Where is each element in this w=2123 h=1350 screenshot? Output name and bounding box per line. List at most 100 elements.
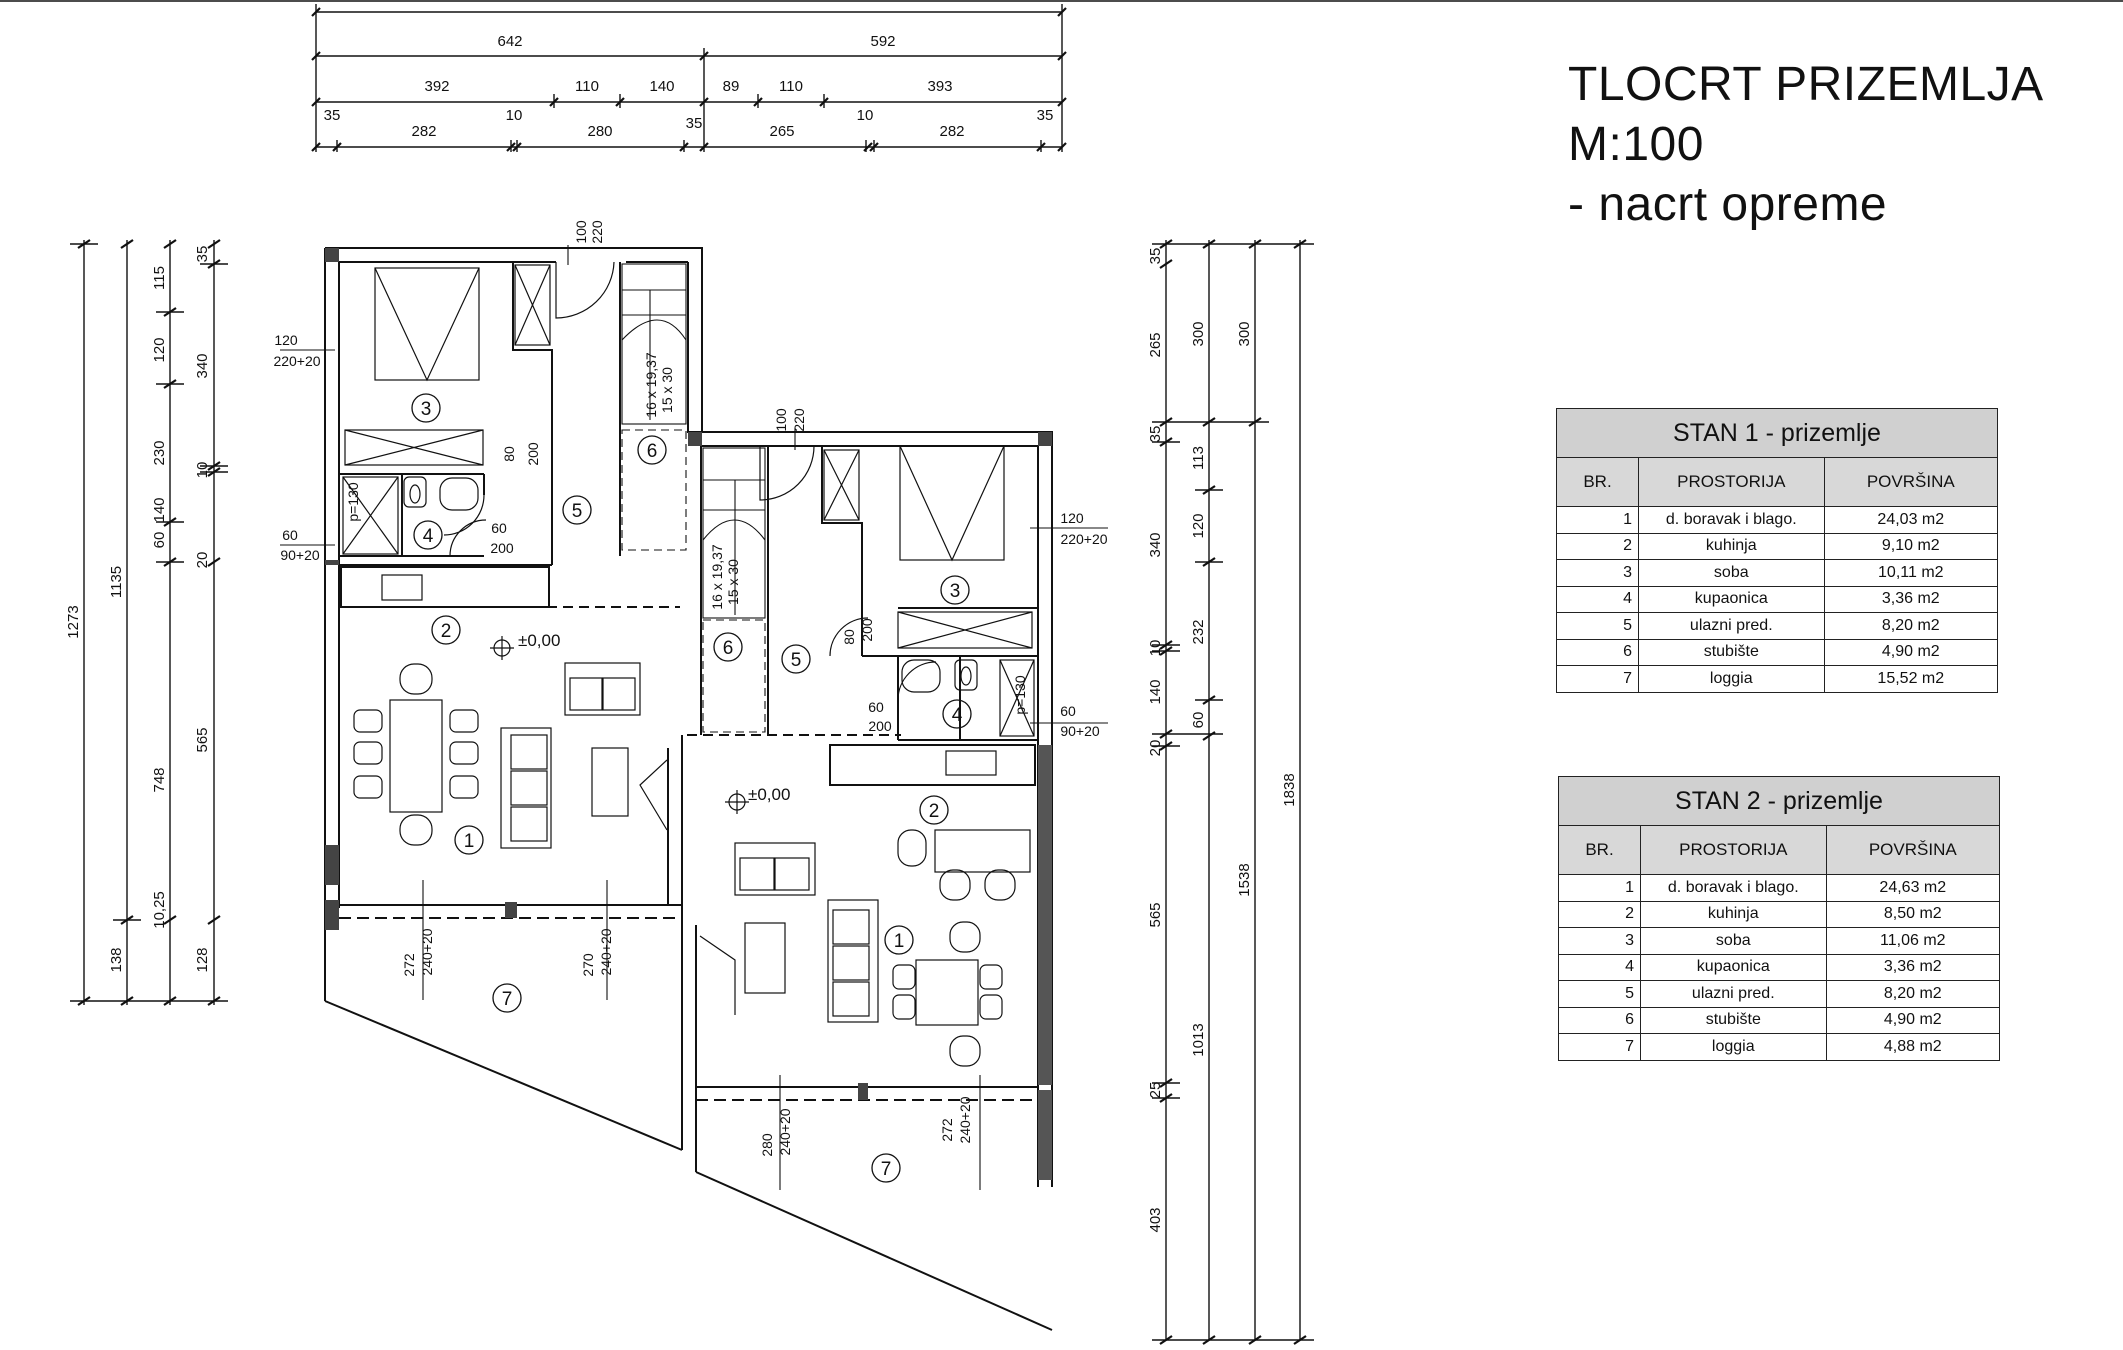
bathroom-fixtures — [342, 476, 1035, 776]
title-main: TLOCRT PRIZEMLJA — [1568, 58, 2044, 111]
opening-label: 280 — [759, 1133, 775, 1157]
cell-room: d. boravak i blago. — [1638, 506, 1825, 534]
dim-left: 115 — [151, 266, 168, 290]
wardrobes — [514, 264, 860, 521]
opening-label: 240+20 — [419, 928, 435, 975]
cell-area: 8,50 m2 — [1825, 900, 2001, 928]
opening-label: 60 — [1060, 703, 1076, 719]
dim-left: 120 — [151, 337, 168, 362]
column-header: PROSTORIJA — [1640, 825, 1827, 875]
dim-top: 140 — [649, 78, 674, 95]
dim-right: 1538 — [1236, 863, 1253, 896]
walls — [324, 247, 1053, 1331]
opening-label: 80 — [501, 446, 517, 462]
dim-right: 300 — [1236, 321, 1253, 346]
cell-area: 8,20 m2 — [1825, 980, 2001, 1008]
opening-label: 90+20 — [1060, 723, 1100, 739]
dim-right: 120 — [1190, 513, 1207, 538]
dim-top: 592 — [870, 33, 895, 50]
column-header: POVRŠINA — [1825, 825, 2001, 875]
dim-top: 110 — [575, 78, 599, 95]
level-label: ±0,00 — [748, 785, 790, 804]
dim-right: 1013 — [1190, 1023, 1207, 1056]
cell-area: 24,63 m2 — [1825, 874, 2001, 902]
opening-label: p=130 — [345, 482, 361, 522]
opening-label: 272 — [939, 1118, 955, 1142]
beds — [344, 267, 1033, 649]
room-number: 2 — [441, 621, 452, 642]
cell-number: 1 — [1556, 506, 1639, 534]
opening-label: 15 x 30 — [659, 367, 675, 413]
opening-label: 220 — [791, 408, 807, 432]
room-table-stan-2: STAN 2 - prizemlje BR. PROSTORIJA POVRŠI… — [1558, 776, 2001, 1061]
right-living-furniture — [734, 829, 1031, 1067]
dim-left: 140 — [151, 497, 168, 522]
room-number: 7 — [502, 989, 513, 1010]
opening-label: 80 — [841, 629, 857, 645]
dim-left: 1135 — [108, 566, 125, 598]
cell-number: 4 — [1556, 585, 1639, 613]
opening-label: p=130 — [1012, 675, 1028, 715]
opening-label: 60 — [868, 699, 884, 715]
dim-top: 89 — [723, 78, 740, 95]
cell-number: 3 — [1558, 927, 1641, 955]
cell-number: 3 — [1556, 559, 1639, 587]
dim-top: 280 — [587, 123, 612, 140]
room-table-stan-1: STAN 1 - prizemlje BR. PROSTORIJA POVRŠI… — [1556, 408, 1999, 693]
cell-area: 3,36 m2 — [1825, 953, 2001, 981]
dim-right: 1838 — [1281, 773, 1298, 806]
room-number-circles — [411, 393, 972, 1183]
dim-right: 232 — [1190, 619, 1207, 644]
room-number: 6 — [723, 638, 734, 659]
dim-left: 565 — [194, 727, 211, 752]
table-caption: STAN 1 - prizemlje — [1556, 408, 1998, 458]
column-header: POVRŠINA — [1823, 457, 1999, 507]
dim-left: 10,25 — [151, 891, 168, 929]
table-caption: STAN 2 - prizemlje — [1558, 776, 2000, 826]
opening-label: 16 x 19,37 — [709, 544, 725, 610]
opening-label: 270 — [580, 953, 596, 977]
left-dimension-lines — [70, 239, 228, 1006]
dim-top: 642 — [497, 33, 522, 50]
cell-number: 4 — [1558, 953, 1641, 981]
cell-area: 4,88 m2 — [1825, 1033, 2001, 1061]
cell-room: ulazni pred. — [1638, 612, 1825, 640]
opening-label: 15 x 30 — [725, 559, 741, 605]
dim-right: 20 — [1147, 740, 1164, 757]
opening-leaders — [280, 245, 1108, 1190]
dim-right: 403 — [1147, 1207, 1164, 1232]
dim-right: 340 — [1147, 532, 1164, 557]
dim-left: 340 — [194, 353, 211, 378]
drawing-title: TLOCRT PRIZEMLJA M:100 - nacrt opreme — [1568, 55, 2044, 235]
left-living-furniture — [353, 662, 641, 849]
cell-room: stubište — [1640, 1006, 1827, 1034]
cell-area: 4,90 m2 — [1823, 638, 1999, 666]
opening-label: 200 — [525, 442, 541, 466]
dim-right: 565 — [1147, 902, 1164, 927]
dim-right: 35 — [1147, 426, 1164, 443]
dim-left: 10 — [194, 462, 211, 479]
dim-right: 113 — [1190, 446, 1207, 470]
dim-top: 393 — [927, 78, 952, 95]
opening-label: 200 — [859, 618, 875, 642]
dim-top: 110 — [779, 78, 803, 95]
room-number: 1 — [464, 831, 475, 852]
opening-label: 240+20 — [957, 1096, 973, 1143]
opening-label: 240+20 — [598, 928, 614, 975]
room-number: 6 — [647, 441, 658, 462]
room-number: 3 — [421, 399, 432, 420]
cell-room: soba — [1638, 559, 1825, 587]
opening-label: 200 — [490, 540, 514, 556]
opening-label: 60 — [491, 520, 507, 536]
cell-room: loggia — [1640, 1033, 1827, 1061]
dim-top: 35 — [686, 115, 703, 132]
dim-right: 35 — [1147, 248, 1164, 265]
cell-area: 24,03 m2 — [1823, 506, 1999, 534]
